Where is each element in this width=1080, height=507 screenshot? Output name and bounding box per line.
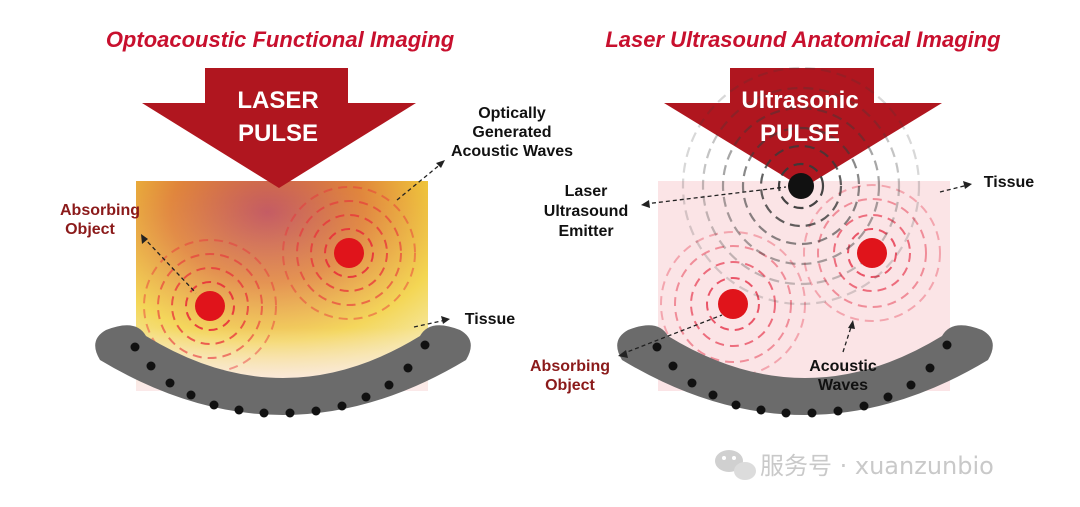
left-laser-pulse-arrow bbox=[142, 68, 416, 188]
left-waves-line1: Optically bbox=[478, 105, 546, 122]
right-waves-pointer bbox=[842, 323, 853, 353]
left-tissue-fade bbox=[136, 181, 428, 391]
left-absorber-1 bbox=[195, 291, 225, 321]
left-waves-line2: Generated bbox=[472, 124, 551, 141]
right-emitter-line3: Emitter bbox=[558, 223, 613, 240]
right-absorbing-pointer bbox=[621, 314, 723, 355]
right-acoustic-waves-1 bbox=[660, 231, 806, 377]
right-absorber-2 bbox=[857, 238, 887, 268]
left-acoustic-waves-1 bbox=[143, 239, 277, 373]
right-absorbing-line2: Object bbox=[545, 377, 595, 394]
right-emitter-line1: Laser bbox=[565, 183, 608, 200]
left-waves-line3: Acoustic Waves bbox=[451, 143, 573, 160]
right-absorbing-line1: Absorbing bbox=[530, 358, 610, 375]
right-panel: Laser Ultrasound Anatomical Imaging bbox=[530, 27, 1034, 455]
right-emitter-waves bbox=[681, 66, 921, 306]
left-panel: Optoacoustic Functional Imaging LASER PU… bbox=[60, 27, 573, 455]
right-arrow-line2: PULSE bbox=[760, 120, 840, 147]
right-tissue-block bbox=[658, 181, 950, 391]
left-waves-pointer-head bbox=[436, 160, 445, 168]
left-absorbing-line2: Object bbox=[65, 221, 115, 238]
right-tissue-pointer bbox=[939, 184, 969, 193]
right-tissue-pointer-head bbox=[963, 181, 972, 189]
left-title: Optoacoustic Functional Imaging bbox=[106, 27, 455, 52]
left-tissue-pointer bbox=[413, 319, 447, 328]
left-tissue-label: Tissue bbox=[465, 311, 516, 328]
left-arrow-line1: LASER bbox=[237, 87, 318, 114]
left-absorber-2 bbox=[334, 238, 364, 268]
right-emitter-line2: Ultrasound bbox=[544, 203, 628, 220]
right-absorber-1 bbox=[718, 289, 748, 319]
watermark: 服务号 · xuanzunbio bbox=[715, 450, 994, 480]
left-absorbing-line1: Absorbing bbox=[60, 202, 140, 219]
left-arrow-line2: PULSE bbox=[238, 120, 318, 147]
right-absorbing-pointer-head bbox=[618, 350, 628, 358]
left-detector-dots bbox=[130, 340, 430, 418]
left-absorbing-pointer-head bbox=[141, 234, 148, 244]
left-tissue-pointer-head bbox=[441, 316, 450, 324]
right-laser-ultrasound-emitter bbox=[788, 173, 814, 199]
right-acoustic-waves-2 bbox=[803, 184, 941, 322]
right-detector-dots bbox=[652, 340, 952, 418]
left-waves-pointer bbox=[396, 162, 443, 201]
left-absorbing-pointer bbox=[142, 236, 197, 294]
right-tissue-label: Tissue bbox=[984, 174, 1035, 191]
right-emitter-pointer bbox=[644, 186, 787, 205]
watermark-text: 服务号 · xuanzunbio bbox=[760, 452, 994, 480]
left-acoustic-waves-2 bbox=[282, 186, 416, 320]
right-emitter-pointer-head bbox=[641, 200, 650, 208]
right-waves-pointer-head bbox=[848, 320, 855, 329]
right-arrow-line1: Ultrasonic bbox=[741, 87, 858, 114]
right-waves-line2: Waves bbox=[818, 377, 868, 394]
wechat-icon bbox=[715, 450, 756, 480]
right-title: Laser Ultrasound Anatomical Imaging bbox=[605, 27, 1001, 52]
right-waves-line1: Acoustic bbox=[809, 358, 877, 375]
